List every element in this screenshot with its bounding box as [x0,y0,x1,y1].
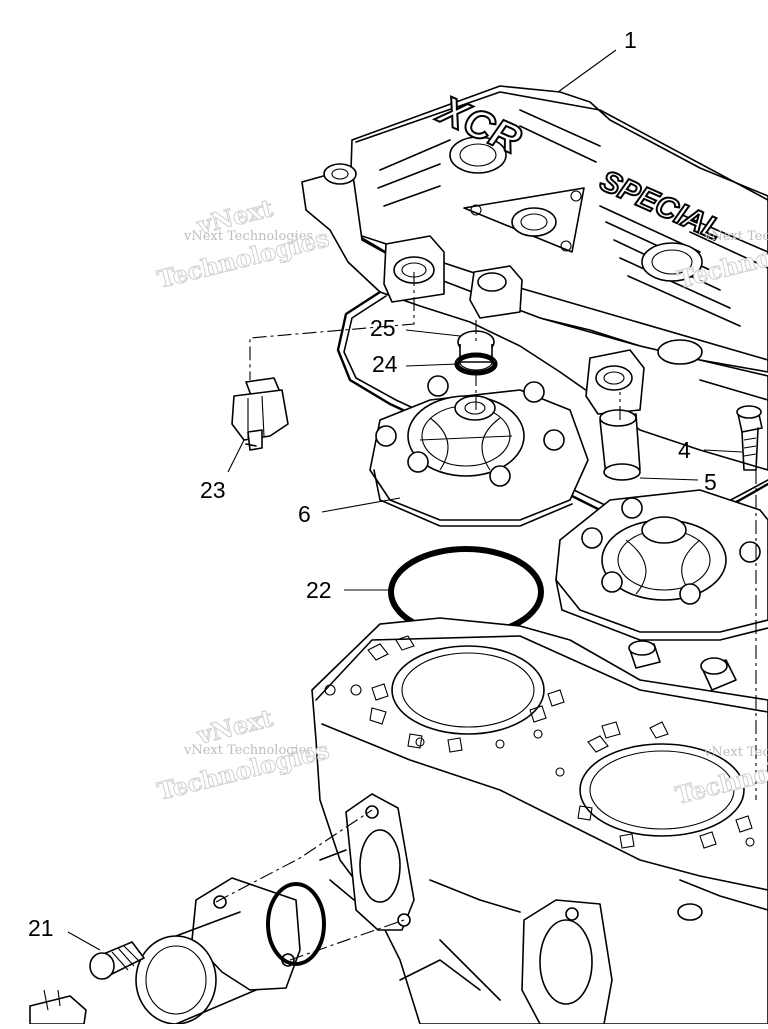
svg-text:vNext Technologies: vNext Technologies [183,229,313,244]
leader-lines [67,49,743,951]
svg-text:vNext Technologies: vNext Technologies [703,745,768,760]
combustion-chamber-insert-right [555,489,768,641]
callout-22: 22 [306,577,332,603]
cylinder-head-casting [301,163,768,471]
callout-1: 1 [624,27,637,53]
watermark-bottom: vNext vNext Technologies Technologies [154,703,332,807]
svg-text:vNext Technologies: vNext Technologies [703,229,768,244]
cylinder-head-cover: XCR SPECIAL [349,85,768,373]
o-ring-21b [266,882,326,966]
callout-4: 4 [678,437,691,463]
bolt-21 [89,941,145,980]
combustion-chamber-insert-6 [369,375,589,527]
svg-text:vNext Technologies: vNext Technologies [183,743,313,758]
callout-24: 24 [372,351,398,377]
callout-21: 21 [28,915,54,941]
bolt-4 [736,405,763,471]
temperature-sensor-23 [231,377,289,451]
callout-5: 5 [704,469,717,495]
callout-23: 23 [200,477,226,503]
callout-6: 6 [298,501,311,527]
cylinder-block [311,617,768,1025]
callout-25: 25 [370,315,396,341]
